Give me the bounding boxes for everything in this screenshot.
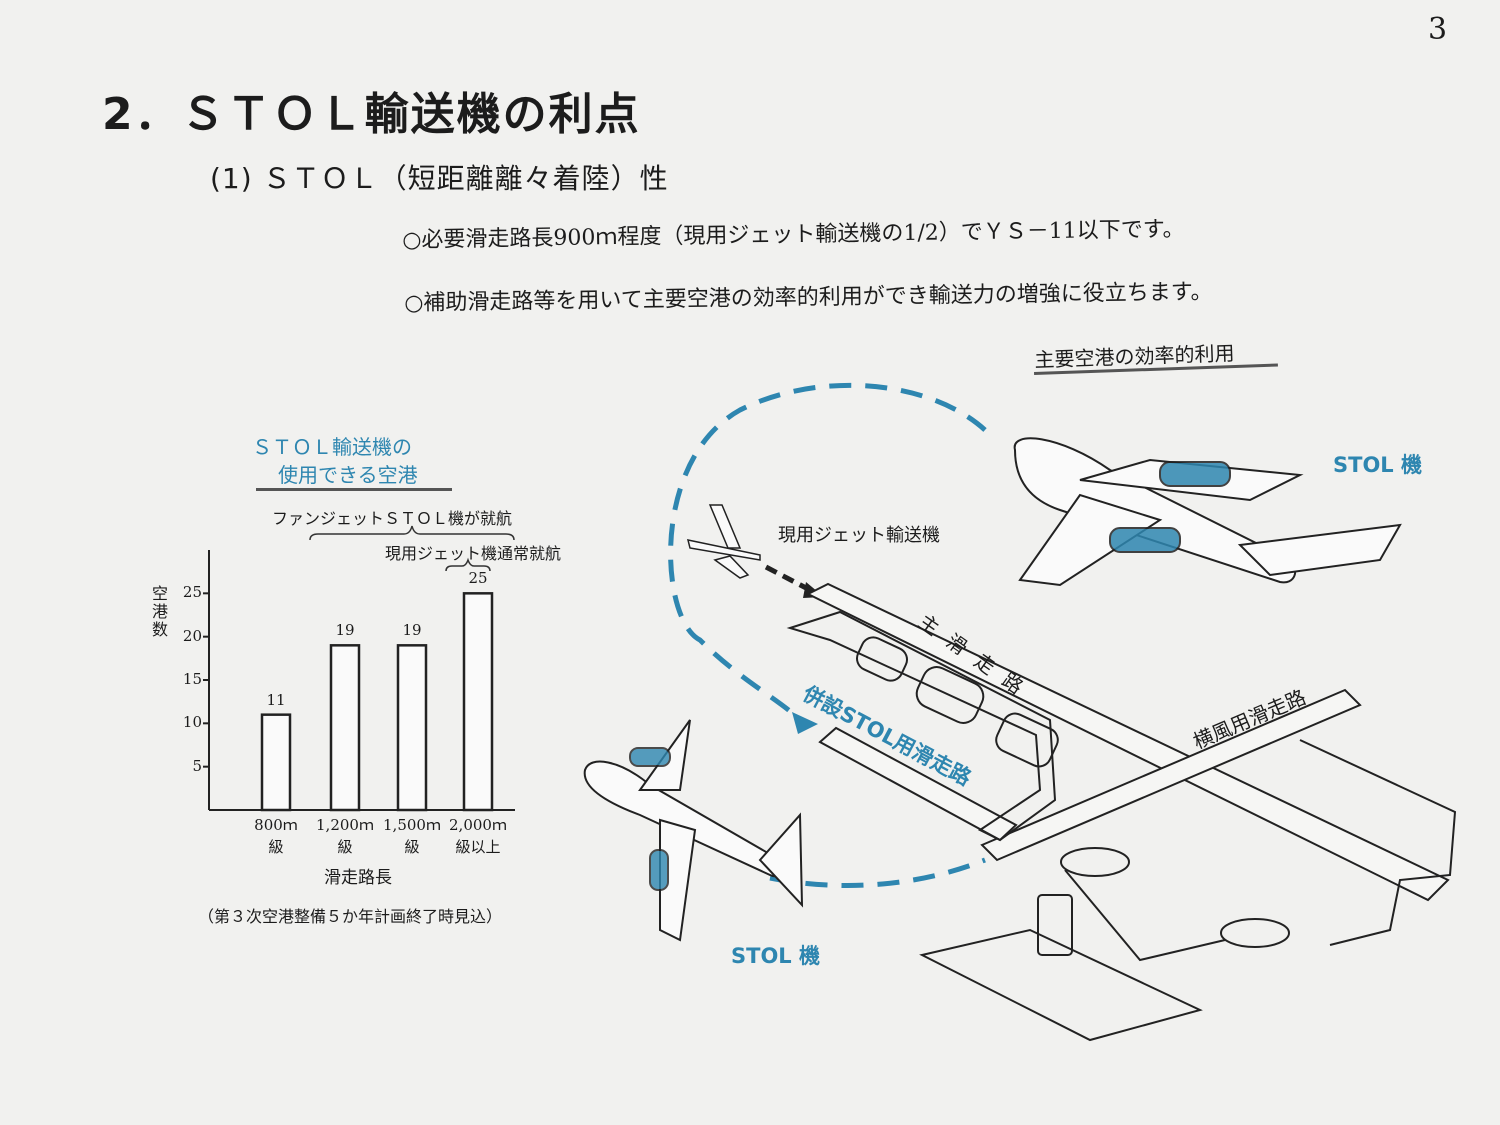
cross-runway-shape <box>980 688 1362 862</box>
y-tick-label: 25 <box>182 583 202 602</box>
bar-value-label: 25 <box>468 569 488 588</box>
chart-title: ＳＴＯＬ輸送機の 使用できる空港 <box>252 433 418 489</box>
y-axis-label: 空港数 <box>151 584 168 639</box>
bar-value-label: 19 <box>335 621 355 640</box>
jet-aircraft-label: 現用ジェット輸送機 <box>778 525 940 546</box>
bar <box>462 592 494 812</box>
bar-value-label: 11 <box>266 690 286 709</box>
brace-jet <box>445 557 491 572</box>
flight-path-bottom <box>769 857 986 888</box>
chart-title-line1: ＳＴＯＬ輸送機の <box>252 435 412 459</box>
note-fanjet-stol: ファンジェットＳＴＯＬ機が就航 <box>272 509 513 528</box>
section-subtitle: (1) ＳＴＯＬ（短距離離々着陸）性 <box>210 162 669 195</box>
jet-approach-arrow <box>764 564 812 593</box>
x-axis-label: 滑走路長 <box>324 868 392 888</box>
bar <box>396 644 428 812</box>
jet-aircraft <box>686 504 761 579</box>
taxiway-loop <box>786 610 1057 842</box>
page-number: 3 <box>1428 12 1448 47</box>
terminal-taxiway <box>1299 739 1457 946</box>
y-tick-label: 15 <box>182 670 202 688</box>
page-title: 2．ＳＴＯＬ輸送機の利点 <box>102 89 641 140</box>
arrow-head-blue <box>792 712 818 734</box>
main-runway-shape <box>805 582 1450 902</box>
bar <box>329 644 361 812</box>
bar-value-label: 19 <box>402 621 422 640</box>
chart-footnote: （第３次空港整備５か年計画終了時見込） <box>198 907 503 926</box>
chart-title-underline <box>256 488 452 491</box>
stol-aircraft-label-top: STOL 機 <box>1333 453 1422 477</box>
aprons <box>856 636 1059 768</box>
stol-aircraft-label-bottom: STOL 機 <box>731 944 820 968</box>
flight-path-dashed <box>668 382 987 722</box>
y-tick-label: 20 <box>182 626 202 645</box>
y-tick-label: 5 <box>192 756 202 775</box>
bar <box>260 713 292 812</box>
terminal-building <box>919 847 1290 1042</box>
note-current-jet: 現用ジェット機通常就航 <box>385 544 562 563</box>
brace-fanjet <box>309 525 515 541</box>
chart-title-line2: 使用できる空港 <box>278 463 418 487</box>
stol-runway-shape <box>818 726 1018 842</box>
y-tick-label: 10 <box>182 713 202 732</box>
runways <box>786 582 1457 946</box>
stol-aircraft-top <box>1013 437 1402 587</box>
stol-aircraft-bottom <box>583 719 804 942</box>
